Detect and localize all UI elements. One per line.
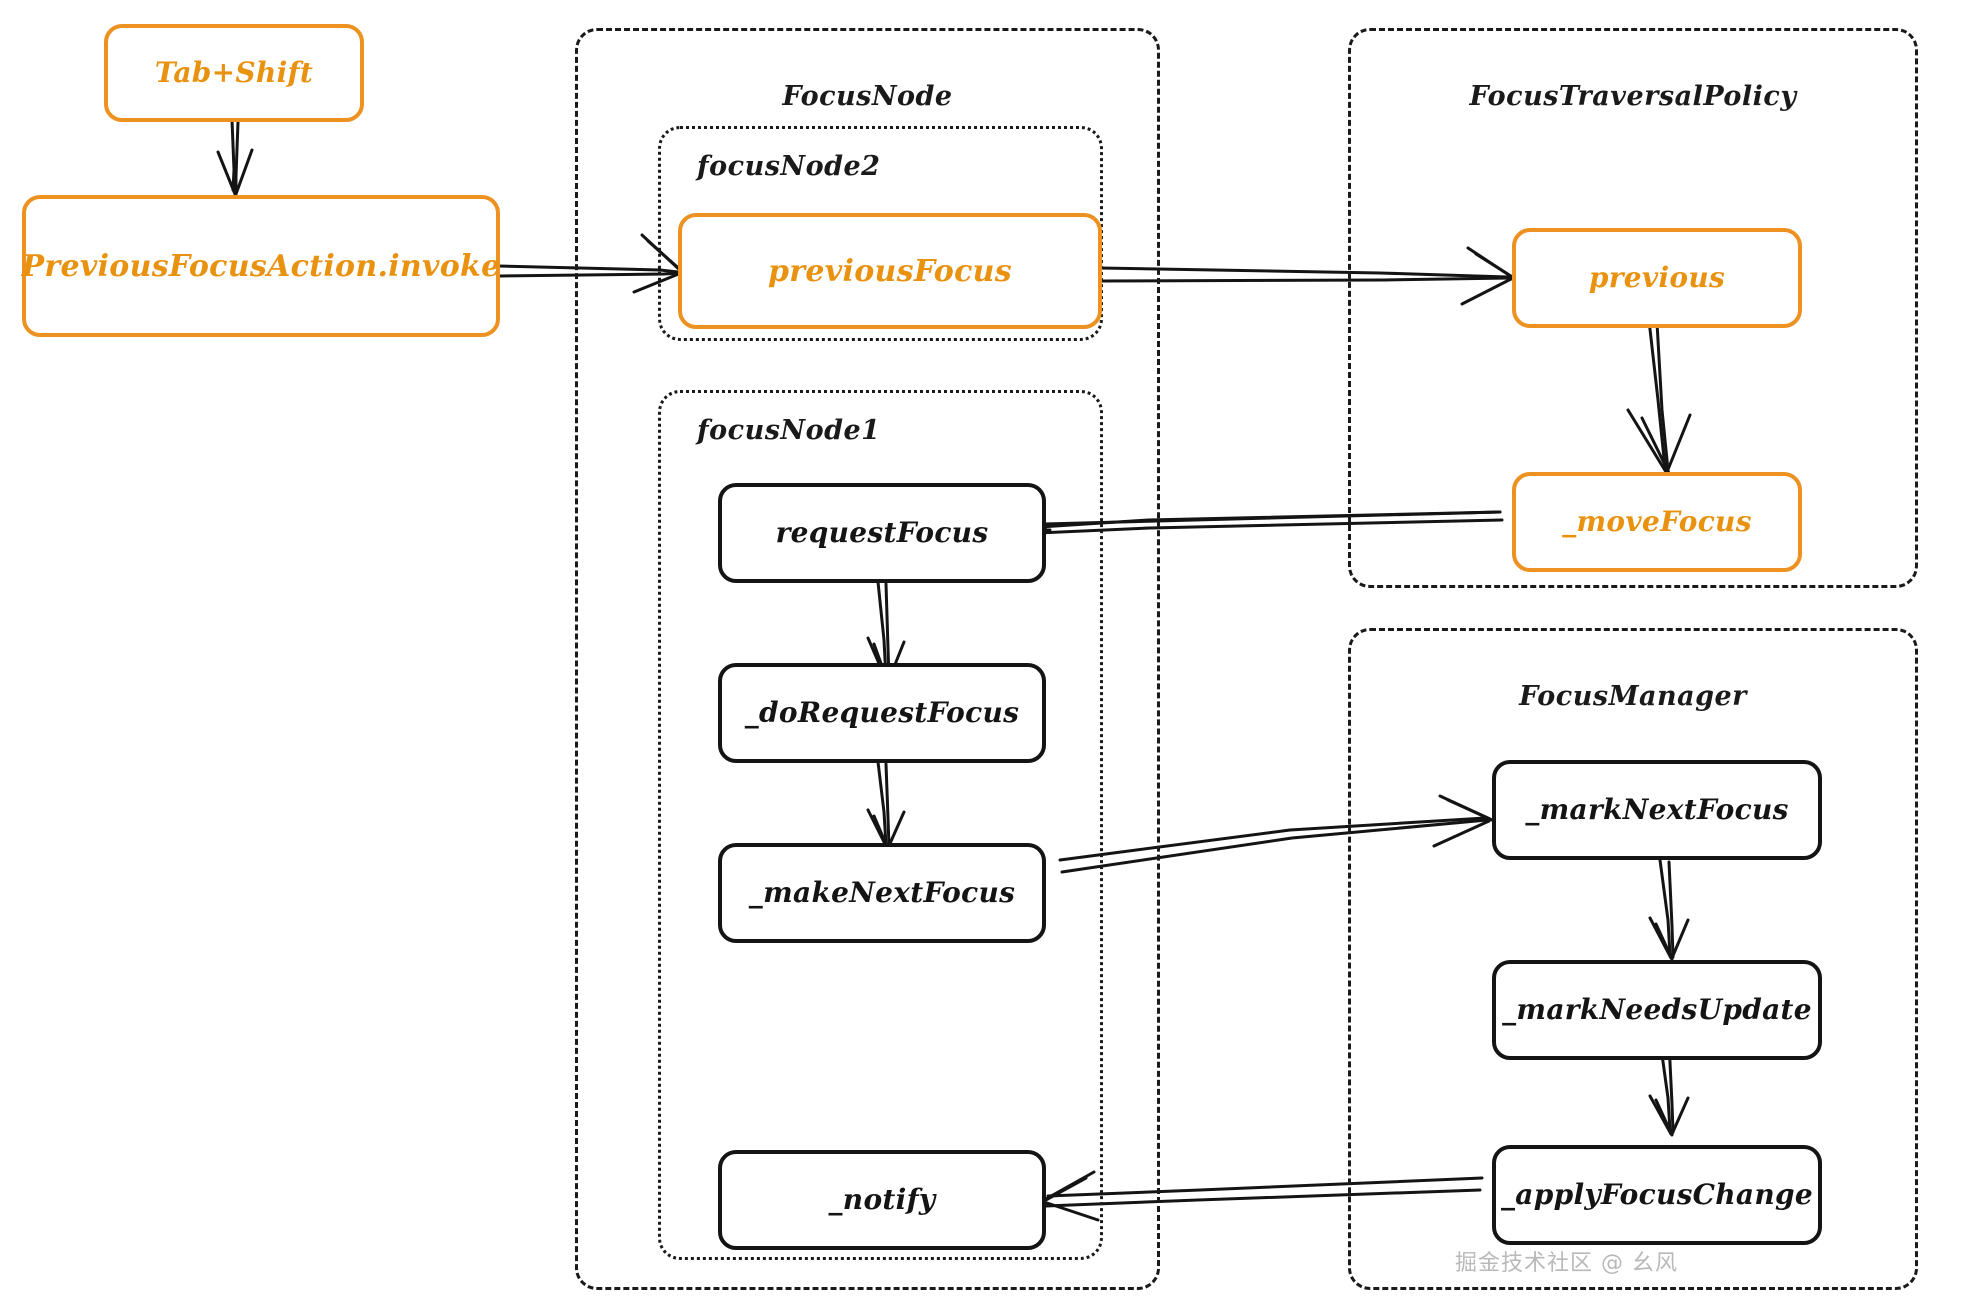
node-marknextfocus[interactable]: _markNextFocus [1492,760,1822,860]
group-focusmanager-label: FocusManager [1519,681,1747,712]
node-notify[interactable]: _notify [718,1150,1046,1250]
node-previous[interactable]: previous [1512,228,1802,328]
node-applyfocuschange[interactable]: _applyFocusChange [1492,1145,1822,1245]
node-makenextfocus[interactable]: _makeNextFocus [718,843,1046,943]
group-focusnode2: focusNode2 [658,126,1103,341]
node-tab-shift[interactable]: Tab+Shift [104,24,364,122]
node-previousfocus[interactable]: previousFocus [678,213,1102,329]
edge-tabshift-to-previousfocusaction [216,118,254,196]
node-dorequestfocus[interactable]: _doRequestFocus [718,663,1046,763]
node-markneedsupdate[interactable]: _markNeedsUpdate [1492,960,1822,1060]
group-focusmanager: FocusManager [1348,628,1918,1290]
group-focusnode1: focusNode1 [658,390,1103,1260]
edge-makenextfocus-to-marknextfocus [1058,794,1494,874]
node-requestfocus[interactable]: requestFocus [718,483,1046,583]
group-focustraversalpolicy: FocusTraversalPolicy [1348,28,1918,588]
edge-marknextfocus-to-markneedsupdate [1648,858,1690,961]
group-focustraversalpolicy-label: FocusTraversalPolicy [1469,81,1797,112]
node-previousfocusaction-invoke[interactable]: PreviousFocusAction.invoke [22,195,500,337]
group-focusnode: FocusNode [575,28,1160,1290]
group-focusnode-label: FocusNode [782,81,953,112]
edge-applyfocuschange-to-notify [1042,1170,1484,1222]
group-focusnode1-label: focusNode1 [697,415,881,446]
node-movefocus[interactable]: _moveFocus [1512,472,1802,572]
edge-previousfocus-to-previous [1098,246,1516,306]
group-focusnode2-label: focusNode2 [697,151,881,182]
watermark: 掘金技术社区 @ 幺风 [1455,1251,1678,1276]
